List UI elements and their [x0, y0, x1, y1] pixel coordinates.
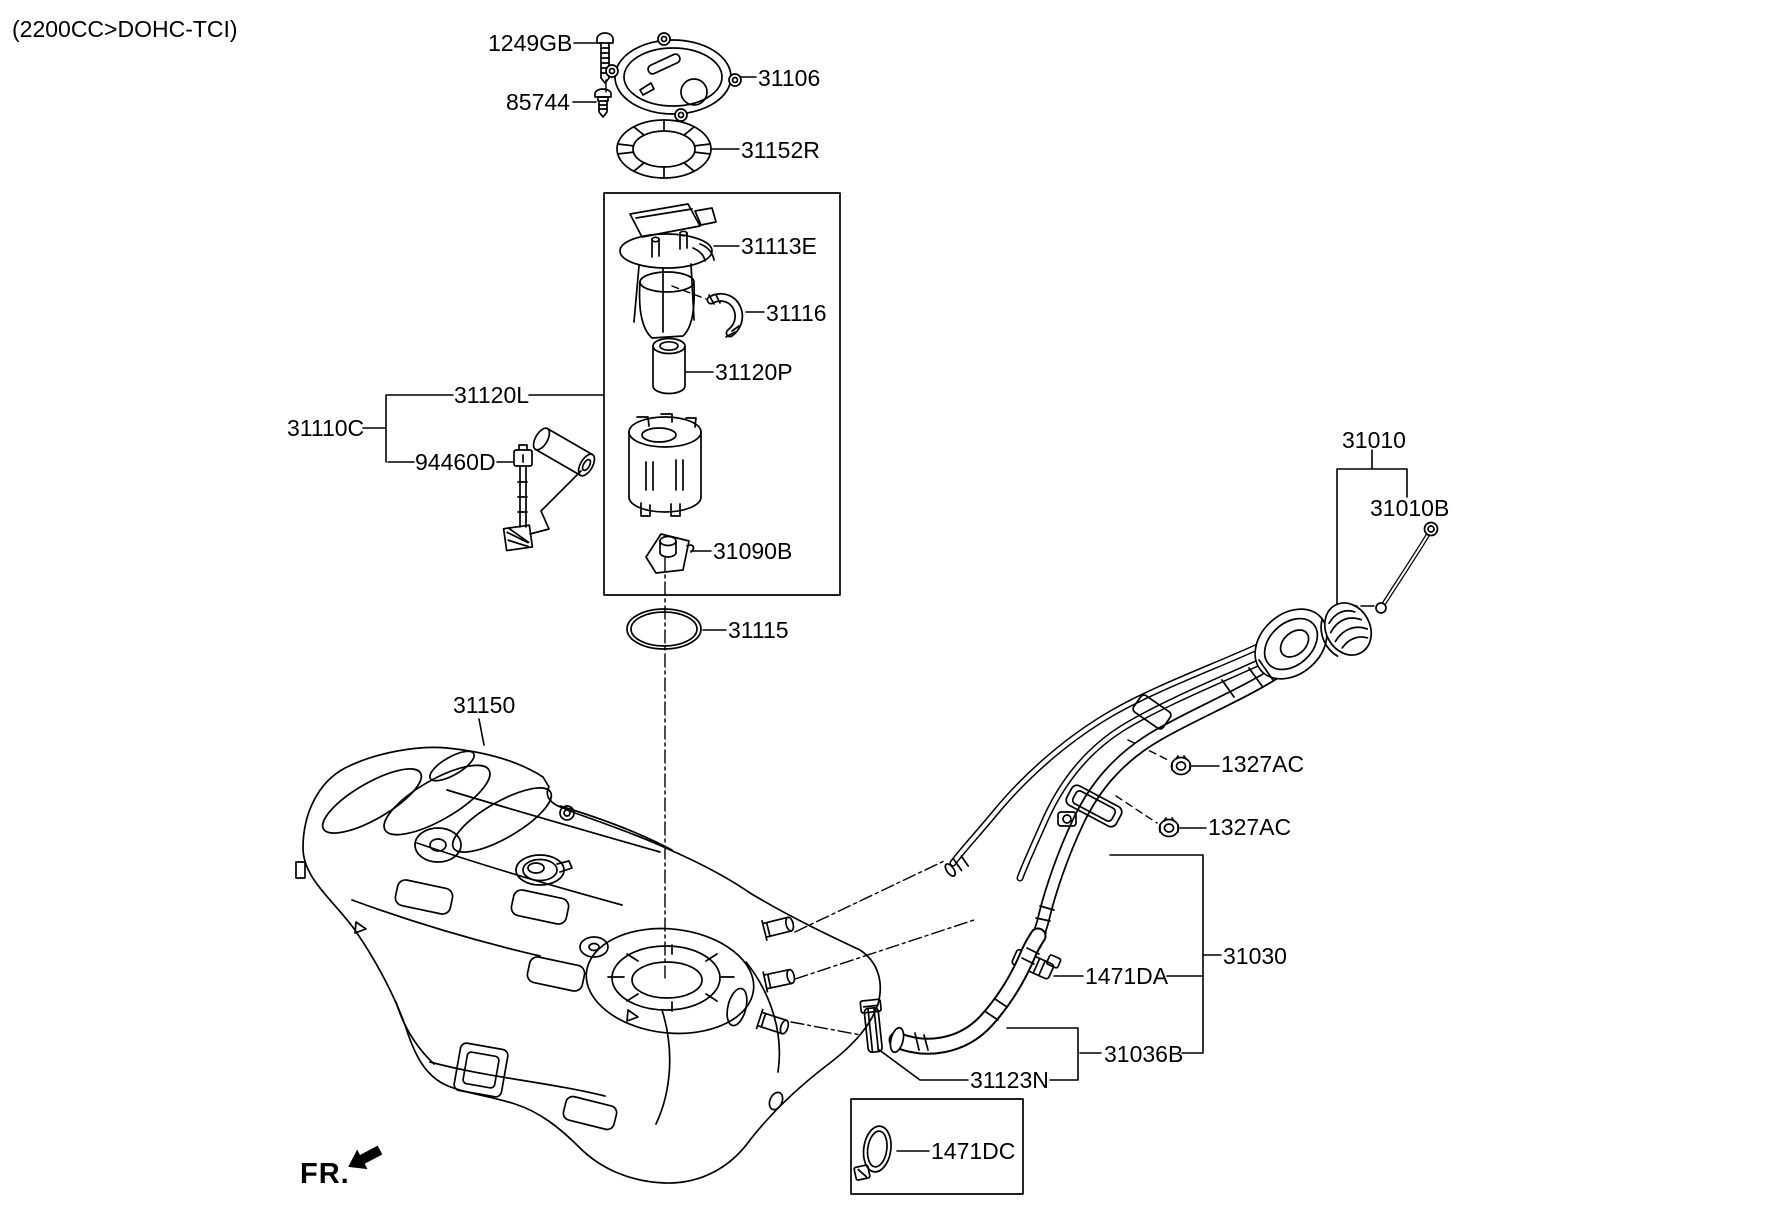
filler-neck-drawing [944, 608, 1328, 950]
nut-lower-drawing [1158, 817, 1180, 838]
fuel-pump-module-drawing [619, 203, 717, 339]
part-label-31115[interactable]: 31115 [728, 617, 789, 643]
engine-variant-title: (2200CC>DOHC-TCI) [12, 16, 238, 42]
part-label-31106[interactable]: 31106 [758, 65, 821, 91]
part-label-31120L[interactable]: 31120L [454, 382, 530, 408]
part-label-31110C[interactable]: 31110C [287, 415, 365, 441]
part-label-31010B[interactable]: 31010B [1370, 495, 1450, 521]
part-label-31030[interactable]: 31030 [1223, 943, 1287, 969]
fuel-filter-housing-drawing [628, 413, 702, 517]
part-label-31120P[interactable]: 31120P [715, 359, 793, 385]
clamp-31123N-drawing [859, 998, 883, 1054]
fuel-cap-drawing [1320, 602, 1373, 657]
part-label-31116[interactable]: 31116 [766, 300, 827, 326]
pump-module-detail-box [603, 192, 841, 596]
screw-85744-drawing [594, 88, 612, 118]
filler-hose-drawing [888, 927, 1047, 1055]
clamp-detail-box [850, 1098, 1024, 1195]
fuel-sender-drawing [502, 427, 596, 552]
part-label-94460D[interactable]: 94460D [415, 449, 496, 475]
dashed-leaders [671, 285, 1171, 824]
part-label-1471DA[interactable]: 1471DA [1085, 963, 1169, 989]
fr-direction-arrow-icon [348, 1145, 383, 1170]
leader-lines [362, 42, 1408, 1152]
pump-plate-cover-drawing [605, 32, 742, 122]
part-label-31090B[interactable]: 31090B [713, 538, 793, 564]
lock-ring-drawing [616, 119, 712, 179]
cap-tether-drawing [1375, 521, 1439, 614]
part-label-31123N[interactable]: 31123N [970, 1067, 1049, 1093]
part-label-31036B[interactable]: 31036B [1104, 1041, 1184, 1067]
fuel-pump-hose-drawing [706, 292, 744, 338]
fuel-filter-cartridge-drawing [652, 337, 686, 395]
nut-upper-drawing [1170, 755, 1192, 776]
part-label-85744[interactable]: 85744 [506, 89, 570, 115]
part-label-1471DC[interactable]: 1471DC [931, 1138, 1016, 1164]
part-label-31010[interactable]: 31010 [1342, 427, 1406, 453]
fr-direction-label: FR. [300, 1158, 350, 1190]
part-label-1327AC-lower[interactable]: 1327AC [1208, 814, 1292, 840]
part-label-1327AC-upper[interactable]: 1327AC [1221, 751, 1305, 777]
part-label-31152R[interactable]: 31152R [741, 137, 820, 163]
part-label-31150[interactable]: 31150 [453, 692, 516, 718]
o-ring-seal-drawing [626, 608, 702, 650]
clamp-1471DC-drawing [853, 1125, 892, 1181]
part-label-1249GB[interactable]: 1249GB [488, 30, 573, 56]
fuel-tank-drawing [295, 746, 882, 1184]
pump-bracket-drawing [645, 533, 695, 574]
part-label-31113E[interactable]: 31113E [741, 233, 817, 259]
